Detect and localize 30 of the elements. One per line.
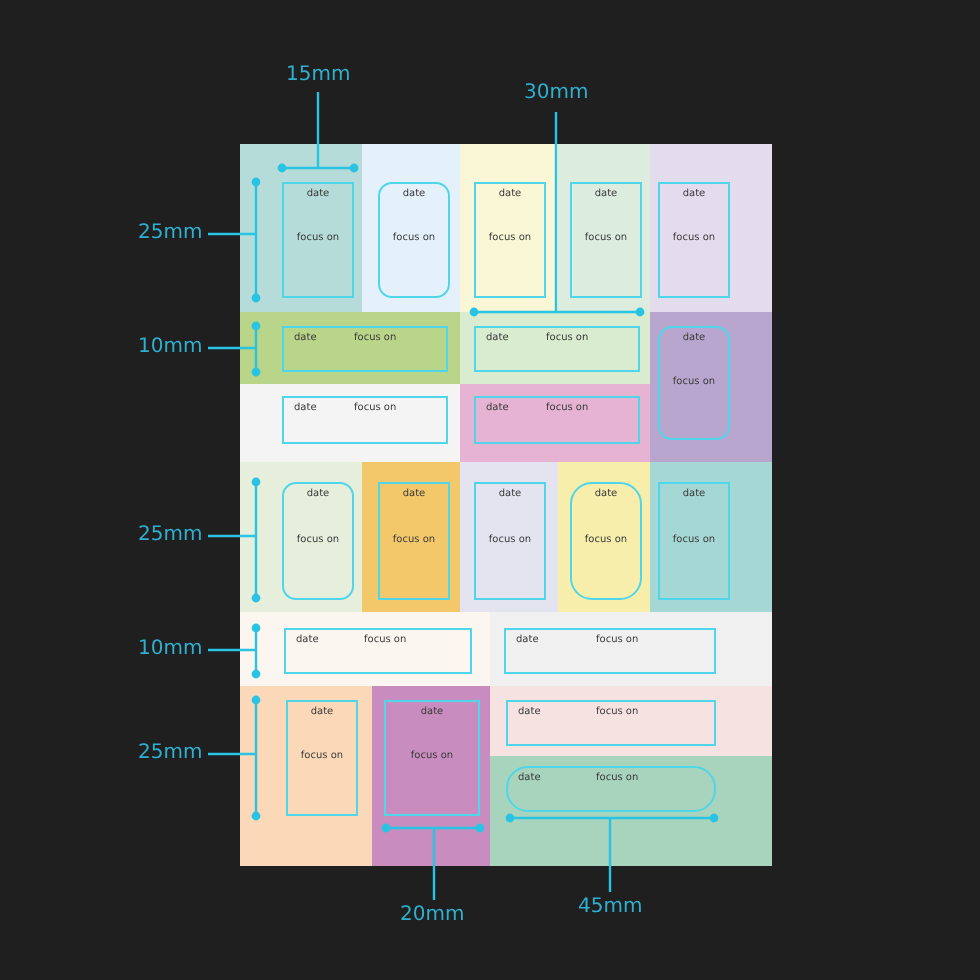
sticker-frame bbox=[658, 326, 730, 440]
sticker-frame bbox=[658, 482, 730, 600]
dimension-label: 45mm bbox=[578, 896, 643, 918]
sticker-frame bbox=[378, 482, 450, 600]
dimension-label: 10mm bbox=[138, 638, 203, 660]
sticker-frame bbox=[282, 182, 354, 298]
sticker-frame bbox=[282, 326, 448, 372]
dimension-label: 25mm bbox=[138, 524, 203, 546]
dimension-label: 25mm bbox=[138, 742, 203, 764]
sticker-frame bbox=[506, 700, 716, 746]
sticker-frame bbox=[282, 396, 448, 444]
dimension-label: 20mm bbox=[400, 904, 465, 926]
sticker-frame bbox=[504, 628, 716, 674]
sticker-frame bbox=[284, 628, 472, 674]
sticker-frame bbox=[506, 766, 716, 812]
dimension-label: 10mm bbox=[138, 336, 203, 358]
sticker-frame bbox=[286, 700, 358, 816]
sticker-frame bbox=[474, 182, 546, 298]
sticker-frame bbox=[282, 482, 354, 600]
sticker-frame bbox=[474, 396, 640, 444]
sticker-frame bbox=[474, 326, 640, 372]
sticker-frame bbox=[658, 182, 730, 298]
sticker-frame bbox=[384, 700, 480, 816]
sticker-frame bbox=[474, 482, 546, 600]
sticker-frame bbox=[378, 182, 450, 298]
dimension-label: 30mm bbox=[524, 82, 589, 104]
sticker-frame bbox=[570, 482, 642, 600]
sticker-frame bbox=[570, 182, 642, 298]
dimension-label: 15mm bbox=[286, 64, 351, 86]
dimension-label: 25mm bbox=[138, 222, 203, 244]
